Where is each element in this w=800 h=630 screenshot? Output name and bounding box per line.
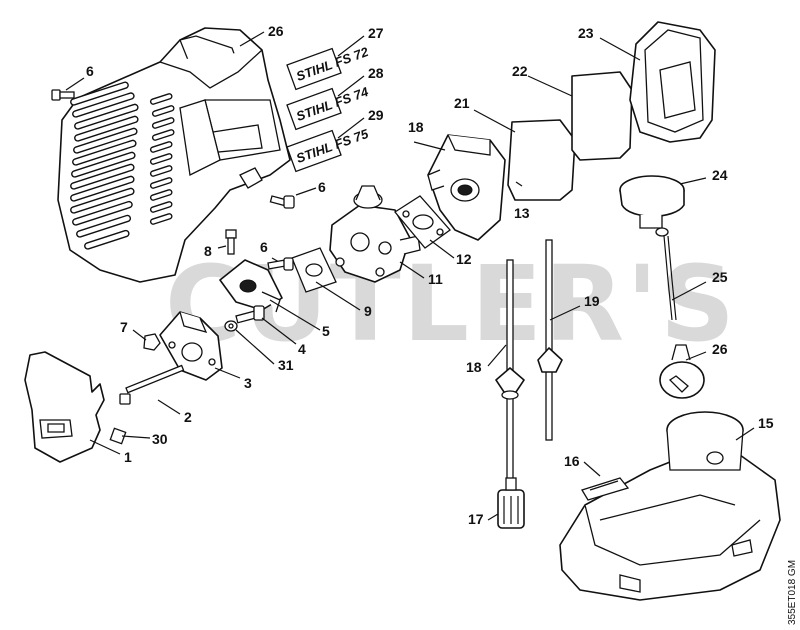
callout-26: 26 bbox=[268, 23, 284, 39]
fuel-hose-22 bbox=[537, 239, 563, 441]
screw-4 bbox=[235, 305, 265, 324]
callout-19: 17 bbox=[468, 511, 484, 527]
fuel-tank bbox=[559, 411, 781, 601]
gasket-9 bbox=[291, 247, 337, 293]
callout-labels: 26 6 27 28 29 6 18 21 22 23 24 25 26 15 … bbox=[86, 23, 774, 527]
tank-cap bbox=[619, 175, 685, 237]
cap-tether bbox=[663, 235, 677, 321]
callout-8: 8 bbox=[204, 243, 212, 259]
decal-fs72: STIHL FS 72 bbox=[286, 44, 371, 91]
engine-shroud bbox=[57, 27, 291, 283]
callout-10: 11 bbox=[428, 271, 443, 287]
decal-fs75: STIHL FS 75 bbox=[286, 126, 371, 173]
callout-4: 4 bbox=[298, 341, 306, 357]
screw-6-low bbox=[267, 257, 294, 271]
screw-6-mid bbox=[269, 195, 295, 209]
mounting-bracket bbox=[159, 311, 223, 381]
drawing-code: 355ET018 GM bbox=[787, 560, 798, 625]
callout-30: 30 bbox=[152, 431, 168, 447]
filter-14 bbox=[507, 119, 576, 201]
callout-15: 22 bbox=[512, 63, 528, 79]
callout-9: 9 bbox=[364, 303, 372, 319]
carburetor bbox=[329, 185, 421, 283]
callout-17: 15 bbox=[758, 415, 774, 431]
callout-3: 3 bbox=[244, 375, 252, 391]
callout-28: 28 bbox=[368, 65, 384, 81]
intake-flange bbox=[219, 259, 283, 313]
gasket-11 bbox=[394, 195, 451, 249]
air-filter-cover bbox=[629, 21, 716, 143]
callout-24: 25 bbox=[712, 269, 728, 285]
filter-15 bbox=[571, 71, 633, 161]
callout-6-top: 6 bbox=[86, 63, 94, 79]
grommet-18 bbox=[581, 477, 630, 501]
callout-18: 16 bbox=[564, 453, 580, 469]
nut-7 bbox=[143, 333, 161, 351]
washer-31 bbox=[224, 320, 238, 332]
air-filter-base bbox=[427, 134, 506, 241]
nut-30 bbox=[109, 427, 127, 445]
callout-12: 18 bbox=[408, 119, 424, 135]
bolt-2 bbox=[119, 364, 185, 405]
callout-6-low: 6 bbox=[260, 239, 268, 255]
screw-8 bbox=[225, 229, 237, 255]
callout-31: 31 bbox=[278, 357, 294, 373]
screw-6-top bbox=[51, 89, 75, 101]
callout-6-mid: 6 bbox=[318, 179, 326, 195]
retaining-ring bbox=[659, 344, 705, 399]
callout-23: 24 bbox=[712, 167, 728, 183]
fuel-filter bbox=[497, 477, 525, 529]
callout-2: 2 bbox=[184, 409, 192, 425]
callout-13: 13 bbox=[514, 205, 530, 221]
callout-7: 7 bbox=[120, 319, 128, 335]
callout-16: 23 bbox=[578, 25, 594, 41]
fuel-hose-21 bbox=[495, 259, 525, 486]
callout-5: 5 bbox=[322, 323, 330, 339]
callout-29: 29 bbox=[368, 107, 384, 123]
callout-21: 18 bbox=[466, 359, 482, 375]
callout-25: 26 bbox=[712, 341, 728, 357]
callout-14: 21 bbox=[454, 95, 470, 111]
callout-27: 27 bbox=[368, 25, 384, 41]
callout-11: 12 bbox=[456, 251, 472, 267]
callout-22: 19 bbox=[584, 293, 600, 309]
shroud-grille bbox=[70, 81, 175, 250]
heat-shield bbox=[24, 351, 105, 463]
callout-1: 1 bbox=[124, 449, 132, 465]
